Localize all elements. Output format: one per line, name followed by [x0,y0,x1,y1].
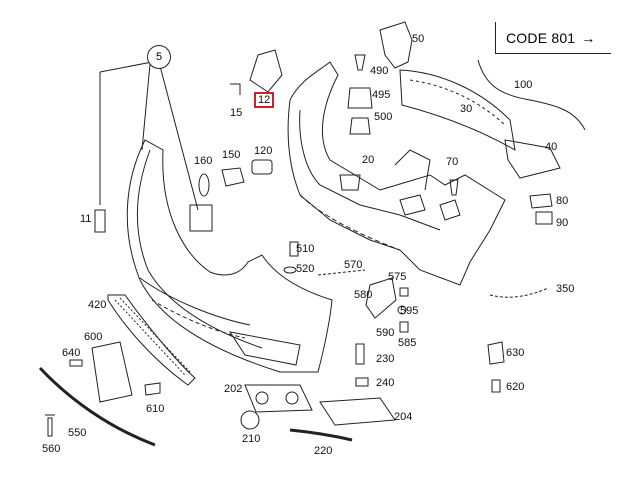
part-label-585[interactable]: 585 [398,337,417,349]
bumper-cover [126,139,333,373]
part-label-50[interactable]: 50 [412,33,425,45]
bracket-50 [379,21,413,69]
part-label-240[interactable]: 240 [376,377,395,389]
impact-absorber [399,69,516,151]
cable-350 [489,287,549,298]
part-label-15[interactable]: 15 [230,107,243,119]
cable-570 [317,269,366,276]
part-label-570[interactable]: 570 [344,259,363,271]
part-label-575[interactable]: 575 [388,271,407,283]
part-label-210[interactable]: 210 [242,433,261,445]
part-label-500[interactable]: 500 [374,111,393,123]
part-label-40[interactable]: 40 [545,141,558,153]
chrome-strip-220 [289,428,353,442]
part-label-120[interactable]: 120 [254,145,273,157]
part-label-220[interactable]: 220 [314,445,333,457]
part-label-640[interactable]: 640 [62,347,81,359]
part-label-495[interactable]: 495 [372,89,391,101]
fog-grille-204 [319,397,396,426]
part-label-202[interactable]: 202 [224,383,243,395]
fog-ring-210 [240,410,260,430]
part-label-610[interactable]: 610 [146,403,165,415]
part-label-560[interactable]: 560 [42,443,61,455]
part-label-12-highlighted[interactable]: 12 [254,92,275,108]
part-label-550[interactable]: 550 [68,427,87,439]
code-label: CODE 801 [506,29,576,46]
part-label-420[interactable]: 420 [88,299,107,311]
fog-grille-202 [244,384,313,413]
part-label-230[interactable]: 230 [376,353,395,365]
license-plate-bracket [91,341,133,403]
part-label-30[interactable]: 30 [460,103,473,115]
part-label-630[interactable]: 630 [506,347,525,359]
part-label-620[interactable]: 620 [506,381,525,393]
part-label-11[interactable]: 11 [80,213,92,225]
part-label-510[interactable]: 510 [296,243,315,255]
part-label-595[interactable]: 595 [400,305,419,317]
part-label-80[interactable]: 80 [556,195,569,207]
trim-strip [38,366,156,447]
small-parts [45,49,553,437]
part-label-580[interactable]: 580 [354,289,373,301]
code-filter-box: CODE 801 → [495,22,611,54]
part-label-150[interactable]: 150 [222,149,241,161]
part-label-600[interactable]: 600 [84,331,103,343]
part-label-90[interactable]: 90 [556,217,569,229]
part-label-100[interactable]: 100 [514,79,533,91]
callout-circle[interactable]: 5 [147,45,171,69]
part-label-590[interactable]: 590 [376,327,395,339]
arrow-right-icon: → [581,29,596,46]
part-label-70[interactable]: 70 [446,156,459,168]
part-label-160[interactable]: 160 [194,155,213,167]
part-label-350[interactable]: 350 [556,283,575,295]
wiring-harness [477,59,586,131]
bracket-40 [504,139,561,179]
part-label-490[interactable]: 490 [370,65,389,77]
part-label-520[interactable]: 520 [296,263,315,275]
grille-420 [107,294,196,386]
part-label-204[interactable]: 204 [394,411,413,423]
bumper-carrier [287,61,506,286]
part-label-20[interactable]: 20 [362,154,375,166]
callout-5-leaders [99,61,199,211]
